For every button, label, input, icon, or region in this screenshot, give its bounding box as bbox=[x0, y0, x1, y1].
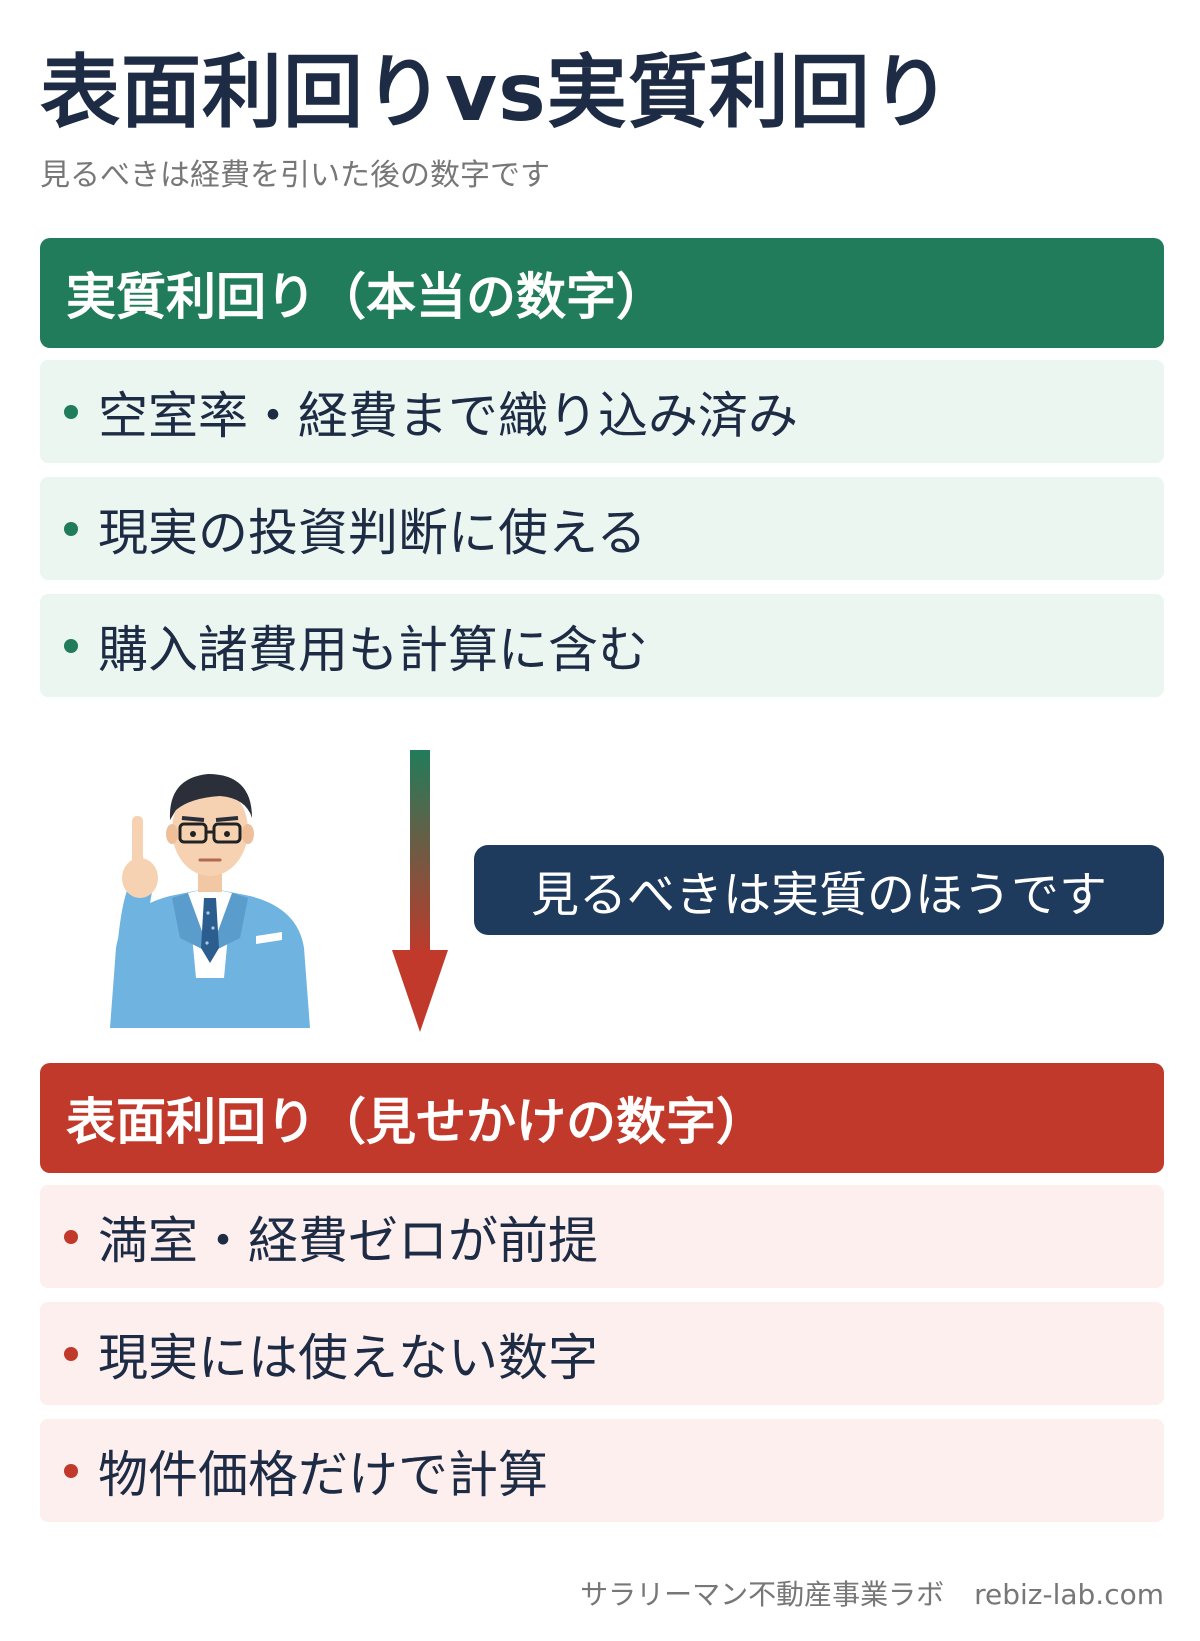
bullet-icon bbox=[64, 521, 78, 536]
page-title: 表面利回りvs実質利回り bbox=[40, 46, 952, 139]
real-yield-header: 実質利回り（本当の数字） bbox=[40, 238, 1164, 348]
real-yield-item-text: 現実の投資判断に使える bbox=[98, 503, 647, 562]
callout-badge: 見るべきは実質のほうです bbox=[474, 845, 1164, 935]
surface-yield-item: 物件価格だけで計算 bbox=[40, 1419, 1164, 1522]
down-arrow-icon bbox=[392, 750, 448, 1032]
surface-yield-item-text: 満室・経費ゼロが前提 bbox=[98, 1211, 598, 1270]
surface-yield-item-text: 現実には使えない数字 bbox=[98, 1328, 598, 1387]
footer-url: rebiz-lab.com bbox=[974, 1578, 1164, 1611]
surface-yield-item-text: 物件価格だけで計算 bbox=[98, 1445, 548, 1504]
real-yield-item: 現実の投資判断に使える bbox=[40, 477, 1164, 580]
real-yield-item: 空室率・経費まで織り込み済み bbox=[40, 360, 1164, 463]
bullet-icon bbox=[64, 1346, 78, 1361]
surface-yield-item: 満室・経費ゼロが前提 bbox=[40, 1185, 1164, 1288]
footer: サラリーマン不動産事業ラボ rebiz-lab.com bbox=[580, 1573, 1164, 1613]
real-yield-item-text: 空室率・経費まで織り込み済み bbox=[98, 386, 798, 445]
bullet-icon bbox=[64, 638, 78, 653]
surface-yield-item: 現実には使えない数字 bbox=[40, 1302, 1164, 1405]
bullet-icon bbox=[64, 1463, 78, 1478]
real-yield-item-text: 購入諸費用も計算に含む bbox=[98, 620, 648, 679]
businessman-pointing-illustration bbox=[110, 774, 310, 1028]
footer-brand: サラリーマン不動産事業ラボ bbox=[580, 1578, 945, 1611]
surface-yield-header: 表面利回り（見せかけの数字） bbox=[40, 1063, 1164, 1173]
real-yield-item: 購入諸費用も計算に含む bbox=[40, 594, 1164, 697]
bullet-icon bbox=[64, 1229, 78, 1244]
page-subtitle: 見るべきは経費を引いた後の数字です bbox=[40, 158, 550, 193]
bullet-icon bbox=[64, 404, 78, 419]
